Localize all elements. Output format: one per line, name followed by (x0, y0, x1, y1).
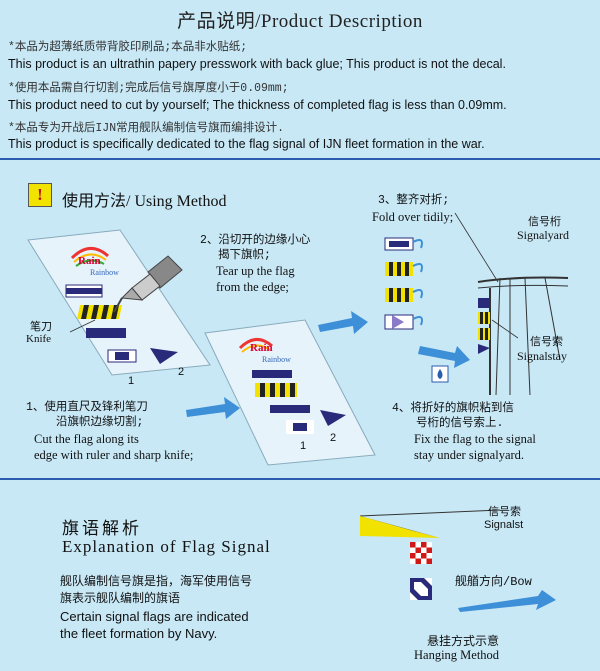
step-4-zh: 4、将折好的旗帜粘到信 (392, 402, 514, 415)
brand-logo-sub: Rainbow (262, 355, 291, 364)
section-divider (0, 478, 600, 480)
knife-label-zh: 笔刀 (30, 322, 52, 334)
flag-number-label: 1 (300, 440, 307, 452)
description-line: This product is an ultrathin papery pres… (8, 57, 506, 71)
step-2-zh: 2、沿切开的边缘小心 (200, 234, 311, 247)
knife-illustration (113, 255, 183, 313)
step-2-en: Tear up the flag (216, 264, 295, 278)
brand-logo: Rain (250, 342, 273, 354)
step-3-zh: 3、整齐对折; (378, 194, 450, 207)
section-divider (0, 158, 600, 160)
signalst-label-en: Signalst (484, 519, 524, 531)
step-1-en: Cut the flag along its (34, 432, 139, 446)
description-line: *本品专为开战后IJN常用舰队编制信号旗而编排设计. (8, 122, 285, 135)
step-1-zh: 沿旗帜边缘切割; (56, 416, 144, 429)
glue-drop-icon (431, 365, 449, 383)
signalstay-label-zh: 信号索 (530, 337, 563, 349)
explanation-title-en: Explanation of Flag Signal (62, 537, 271, 556)
knife-label-en: Knife (26, 333, 52, 345)
hanging-label-zh: 悬挂方式示意 (427, 635, 500, 649)
explanation-text-en: the fleet formation by Navy. (60, 626, 218, 641)
warning-icon: ! (28, 183, 52, 207)
step-1-zh: 1、使用直尺及锋利笔刀 (26, 401, 148, 414)
arrow-icon (318, 311, 368, 334)
step-3-en: Fold over tidily; (372, 210, 454, 224)
flag-number-label: 1 (128, 375, 135, 387)
signalstay-label-en: Signalstay (517, 349, 567, 363)
usage-title: 使用方法/ Using Method (62, 193, 227, 210)
step-1-en: edge with ruler and sharp knife; (34, 448, 194, 462)
explanation-text-en: Certain signal flags are indicated (60, 609, 249, 624)
page-title: 产品说明/Product Description (177, 11, 423, 32)
flag-number-label: 2 (330, 432, 337, 444)
brand-logo-sub: Rainbow (90, 268, 119, 277)
step-4-en: stay under signalyard. (414, 448, 525, 462)
usage-illustration (27, 212, 569, 466)
description-line: This product need to cut by yourself; Th… (8, 98, 507, 112)
step-4-zh: 号桁的信号索上. (416, 417, 504, 430)
description-line: *本品为超薄纸质带背胶印刷品;本品非水贴纸; (8, 41, 248, 54)
flag-sheet-2-illustration (204, 319, 376, 466)
step-2-zh: 揭下旗帜; (218, 249, 271, 262)
explanation-text-zh: 舰队编制信号旗是指，海军使用信号 (60, 575, 253, 589)
bow-label: 舰艏方向/Bow (455, 575, 532, 589)
signalyard-label-en: Signalyard (517, 228, 569, 242)
step-2-en: from the edge; (216, 280, 289, 294)
explanation-title-zh: 旗语解析 (62, 521, 142, 540)
folded-flags-illustration (384, 237, 423, 330)
bow-arrow-icon (458, 590, 556, 612)
signalst-label-zh: 信号索 (488, 507, 521, 519)
hanging-label-en: Hanging Method (414, 648, 500, 662)
step-4-en: Fix the flag to the signal (414, 432, 536, 446)
hanging-method-illustration (359, 509, 556, 612)
arrow-icon (418, 346, 470, 368)
flag-number-label: 2 (178, 366, 185, 378)
description-line: *使用本品需自行切割;完成后信号旗厚度小于0.09mm; (8, 82, 289, 95)
explanation-text-zh: 旗表示舰队编制的旗语 (60, 592, 181, 606)
signalyard-illustration (477, 276, 569, 396)
signalyard-label-zh: 信号桁 (528, 217, 561, 229)
arrow-icon (186, 397, 240, 419)
description-line: This product is specifically dedicated t… (8, 137, 485, 151)
brand-logo: Rain (78, 255, 101, 267)
